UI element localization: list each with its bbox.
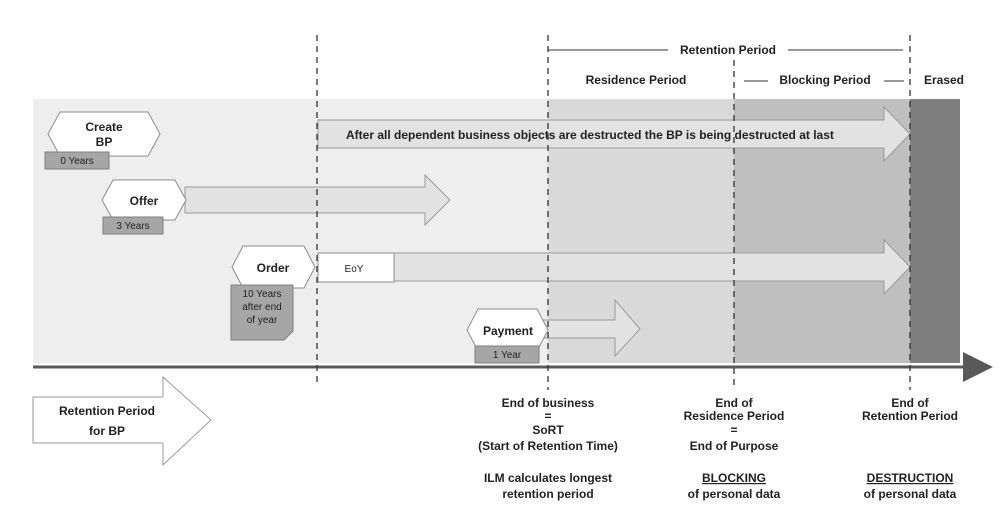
blocking-note: BLOCKING — [702, 471, 766, 485]
residence-period-label: Residence Period — [586, 73, 687, 87]
bp-arrow-text: After all dependent business objects are… — [346, 128, 834, 142]
payment-arrow — [537, 298, 641, 358]
end-of-business-line1: End of business — [502, 396, 595, 410]
end-of-business-line2: = — [544, 409, 551, 423]
order-duration-tag — [230, 284, 294, 341]
offer-label: Offer — [130, 194, 159, 208]
end-of-residence-line3: = — [730, 423, 737, 437]
offer-duration: 3 Years — [116, 221, 149, 232]
eoy-box — [317, 252, 395, 283]
create-bp-label-line1: Create — [85, 120, 123, 134]
bp-destruction-arrow — [317, 105, 911, 163]
end-of-retention-line2: Retention Period — [862, 409, 958, 423]
erased-region — [910, 99, 960, 363]
offer-duration-tag — [102, 216, 164, 235]
end-of-residence-line2: Residence Period — [684, 409, 785, 423]
create-bp-duration: 0 Years — [60, 156, 93, 167]
create-bp-label-line2: BP — [96, 135, 113, 149]
destruction-note: DESTRUCTION — [867, 471, 954, 485]
order-hexagon — [231, 245, 316, 289]
payment-duration: 1 Year — [493, 350, 522, 361]
retention-period-bp-line1: Retention Period — [59, 404, 155, 418]
payment-label: Payment — [483, 324, 533, 338]
create-bp-duration-tag — [44, 151, 110, 170]
end-of-business-line3: SoRT — [532, 423, 564, 437]
erased-label: Erased — [924, 73, 964, 87]
end-of-residence-line4: End of Purpose — [690, 439, 779, 453]
order-duration-line3: of year — [247, 315, 278, 326]
order-arrow — [393, 238, 911, 296]
destruction-note-sub: of personal data — [864, 487, 957, 501]
retention-period-label: Retention Period — [680, 43, 776, 57]
retention-period-bp-arrow — [32, 375, 212, 467]
offer-hexagon — [101, 179, 187, 221]
end-of-business-note1: ILM calculates longest — [484, 471, 612, 485]
payment-duration-tag — [474, 345, 540, 364]
order-duration-line2: after end — [242, 302, 281, 313]
retention-period-bp-line2: for BP — [89, 424, 125, 438]
end-of-business-note2: retention period — [502, 487, 593, 501]
blocking-note-sub: of personal data — [688, 487, 781, 501]
order-label: Order — [257, 261, 290, 275]
order-duration-line1: 10 Years — [243, 289, 282, 300]
blocking-period-label: Blocking Period — [779, 73, 870, 87]
end-of-business-line4: (Start of Retention Time) — [478, 439, 618, 453]
end-of-residence-line1: End of — [715, 396, 753, 410]
end-of-retention-line1: End of — [891, 396, 929, 410]
eoy-label: EoY — [345, 264, 364, 275]
create-bp-hexagon — [47, 111, 161, 157]
